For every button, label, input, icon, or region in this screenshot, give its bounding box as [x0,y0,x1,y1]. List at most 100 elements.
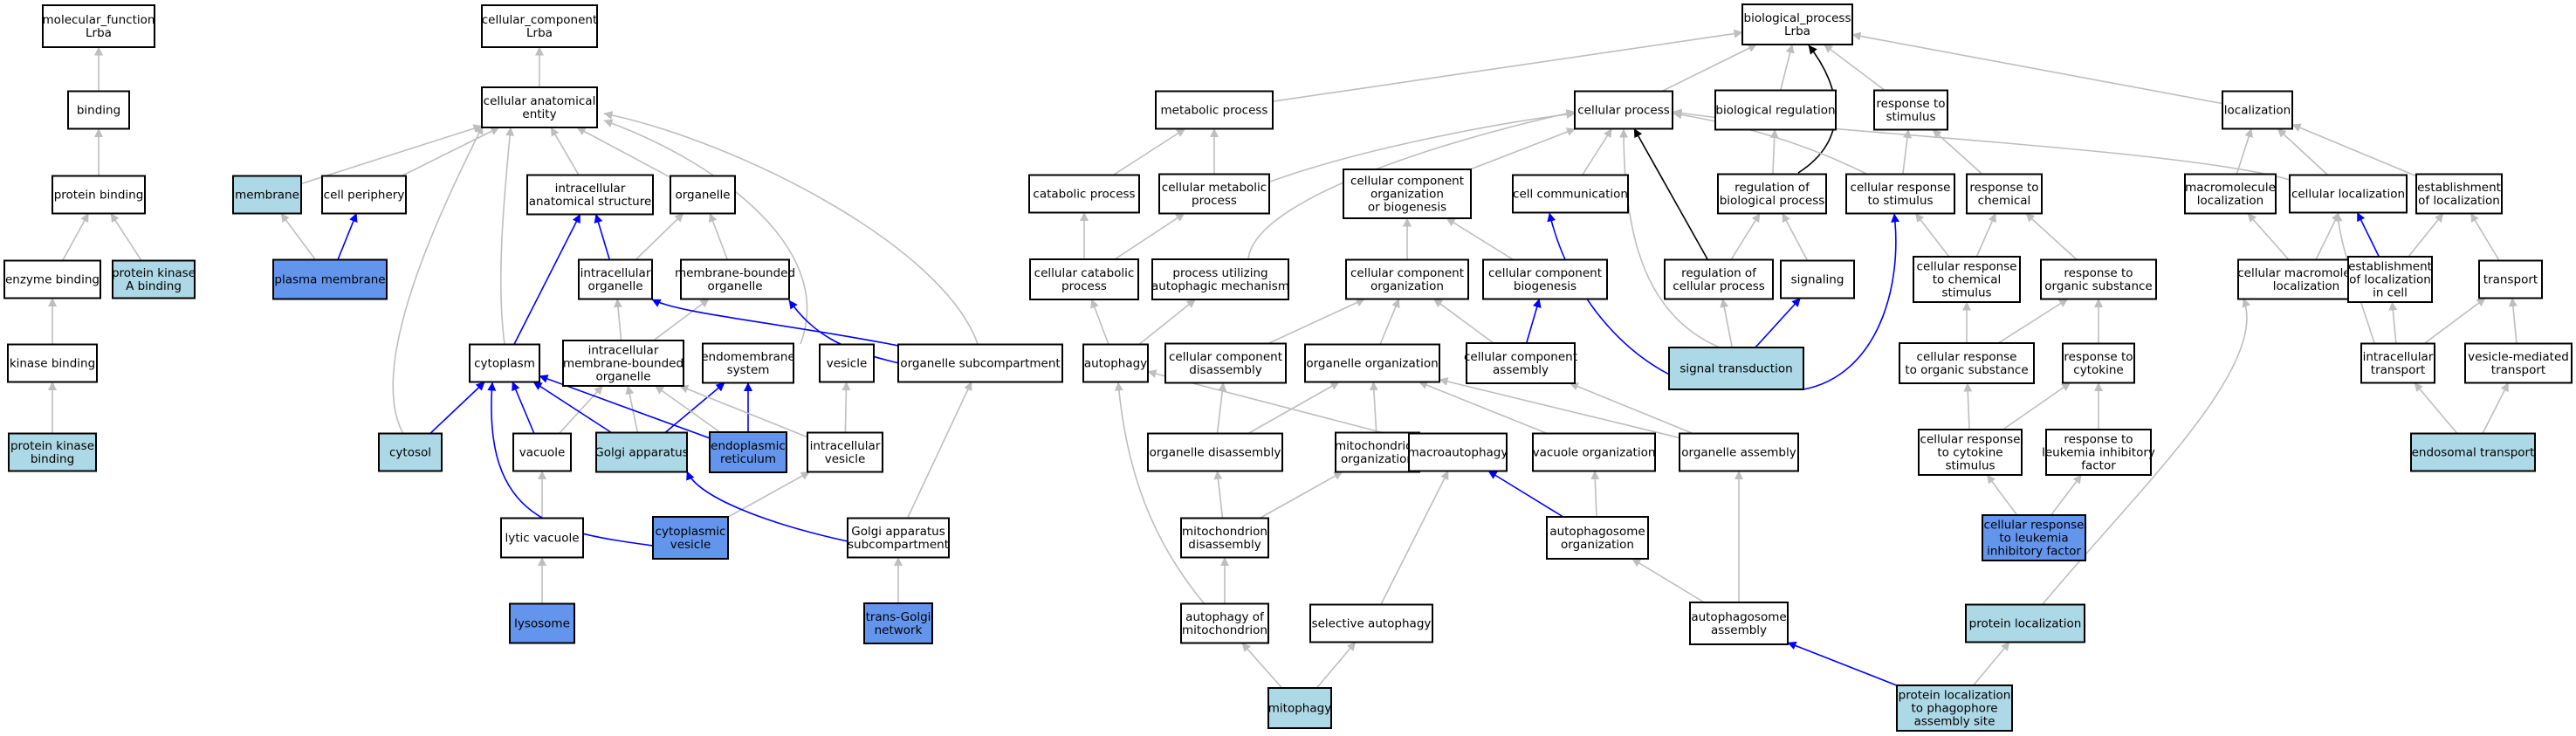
node-cell-communication[interactable]: cell communication [1512,174,1629,214]
node-localization[interactable]: localization [2222,90,2293,130]
node-plasma-membrane[interactable]: plasma membrane [272,258,388,300]
node-box [2184,173,2277,215]
node-kinase-binding[interactable]: kinase binding [7,343,98,383]
node-vesicle[interactable]: vesicle [819,343,875,383]
node-transport[interactable]: transport [2478,259,2543,299]
node-label-line: vesicle [825,452,866,466]
node-signal-transduction[interactable]: signal transduction [1668,347,1804,390]
node-vacuole-organization[interactable]: vacuole organization [1532,432,1656,472]
node-label-line: chemical [1978,194,2031,208]
edge-cellular_macromolecule_localization-to-macromolecule_localization [2247,212,2290,261]
node-autophagy[interactable]: autophagy [1082,343,1149,383]
node-organelle[interactable]: organelle [670,175,736,215]
node-cellular-process[interactable]: cellular process [1574,90,1673,130]
node-signaling[interactable]: signaling [1780,259,1855,299]
node-enzyme-binding[interactable]: enzyme binding [3,259,101,299]
node-membrane[interactable]: membrane [232,175,302,215]
node-selective-autophagy[interactable]: selective autophagy [1309,603,1433,643]
node-binding[interactable]: binding [67,90,130,130]
node-cellular-localization[interactable]: cellular localization [2289,174,2408,214]
node-golgi[interactable]: Golgi apparatus [594,431,689,473]
node-organelle-organization[interactable]: organelle organization [1304,343,1440,383]
node-vacuole[interactable]: vacuole [512,432,572,472]
node-label-line: disassembly [1188,538,1261,552]
node-organelle-disassembly[interactable]: organelle disassembly [1147,432,1283,472]
node-biological-regulation[interactable]: biological regulation [1714,89,1837,131]
node-cytosol[interactable]: cytosol [378,432,443,472]
node-label-line: organelle subcompartment [900,357,1060,371]
edge-cellular_process-to-bp [1661,44,1757,93]
node-lytic-vacuole[interactable]: lytic vacuole [500,517,584,559]
node-cytoplasm[interactable]: cytoplasm [469,343,540,383]
node-box [481,4,598,48]
node-lysosome[interactable]: lysosome [509,602,575,644]
node-macroautophagy[interactable]: macroautophagy [1408,432,1508,472]
node-organelle-subcompartment[interactable]: organelle subcompartment [897,343,1063,383]
node-box [1717,173,1827,215]
node-organelle-assembly[interactable]: organelle assembly [1679,432,1799,472]
node-box [112,259,196,299]
node-mitophagy[interactable]: mitophagy [1267,687,1332,729]
node-box [2360,342,2435,384]
node-metabolic[interactable]: metabolic process [1155,90,1274,130]
edge-intracellular_transport-to-est_localization_cell [2388,301,2398,344]
node-cell-periphery[interactable]: cell periphery [321,175,407,215]
node-protein-binding[interactable]: protein binding [52,175,146,215]
node-protein-localization[interactable]: protein localization [1965,603,2085,643]
node-box [481,86,598,128]
edge-golgi-to-imbo [625,385,639,433]
node-endosomal-transport[interactable]: endosomal transport [2410,432,2536,472]
node-catabolic[interactable]: catabolic process [1028,174,1140,214]
node-label-line: catabolic process [1033,188,1135,202]
edge-organelle_disassembly-to-organelle_organization [1247,381,1340,435]
node-box [8,432,97,472]
